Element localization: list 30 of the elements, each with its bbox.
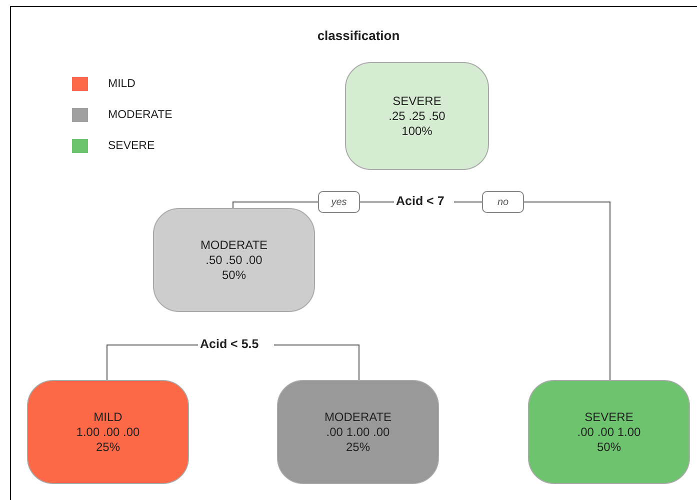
- split-condition: Acid < 7: [394, 194, 446, 208]
- node-text: MODERATE: [200, 238, 268, 252]
- tree-node: [153, 208, 315, 312]
- node-text: 25%: [346, 440, 370, 454]
- tree-node: [345, 62, 489, 170]
- legend-label: SEVERE: [108, 140, 155, 152]
- node-text: 50%: [222, 268, 246, 282]
- edge-label: yes: [318, 191, 360, 213]
- node-text: 1.00 .00 .00: [76, 424, 140, 440]
- node-text: SEVERE: [584, 410, 634, 424]
- tree-node: [27, 380, 189, 484]
- connector-line: [274, 344, 360, 380]
- tree-node: [528, 380, 690, 484]
- node-text: .00 1.00 .00: [326, 424, 390, 440]
- node-text: .25 .25 .50: [388, 108, 446, 124]
- connector-line: [106, 344, 198, 380]
- node-text: MODERATE: [324, 410, 392, 424]
- legend-label: MODERATE: [108, 109, 172, 121]
- node-text: 100%: [402, 124, 432, 138]
- edge-label: no: [482, 191, 524, 213]
- chart-title: classification: [316, 28, 401, 43]
- node-text: 25%: [96, 440, 120, 454]
- split-condition: Acid < 5.5: [198, 337, 261, 351]
- tree-node: [277, 380, 439, 484]
- node-text: .50 .50 .00: [206, 252, 262, 268]
- node-text: SEVERE: [392, 94, 442, 108]
- legend-label: MILD: [108, 78, 136, 90]
- node-text: MILD: [94, 410, 122, 424]
- node-text: 50%: [596, 440, 622, 454]
- node-text: .00 .00 1.00: [577, 424, 641, 440]
